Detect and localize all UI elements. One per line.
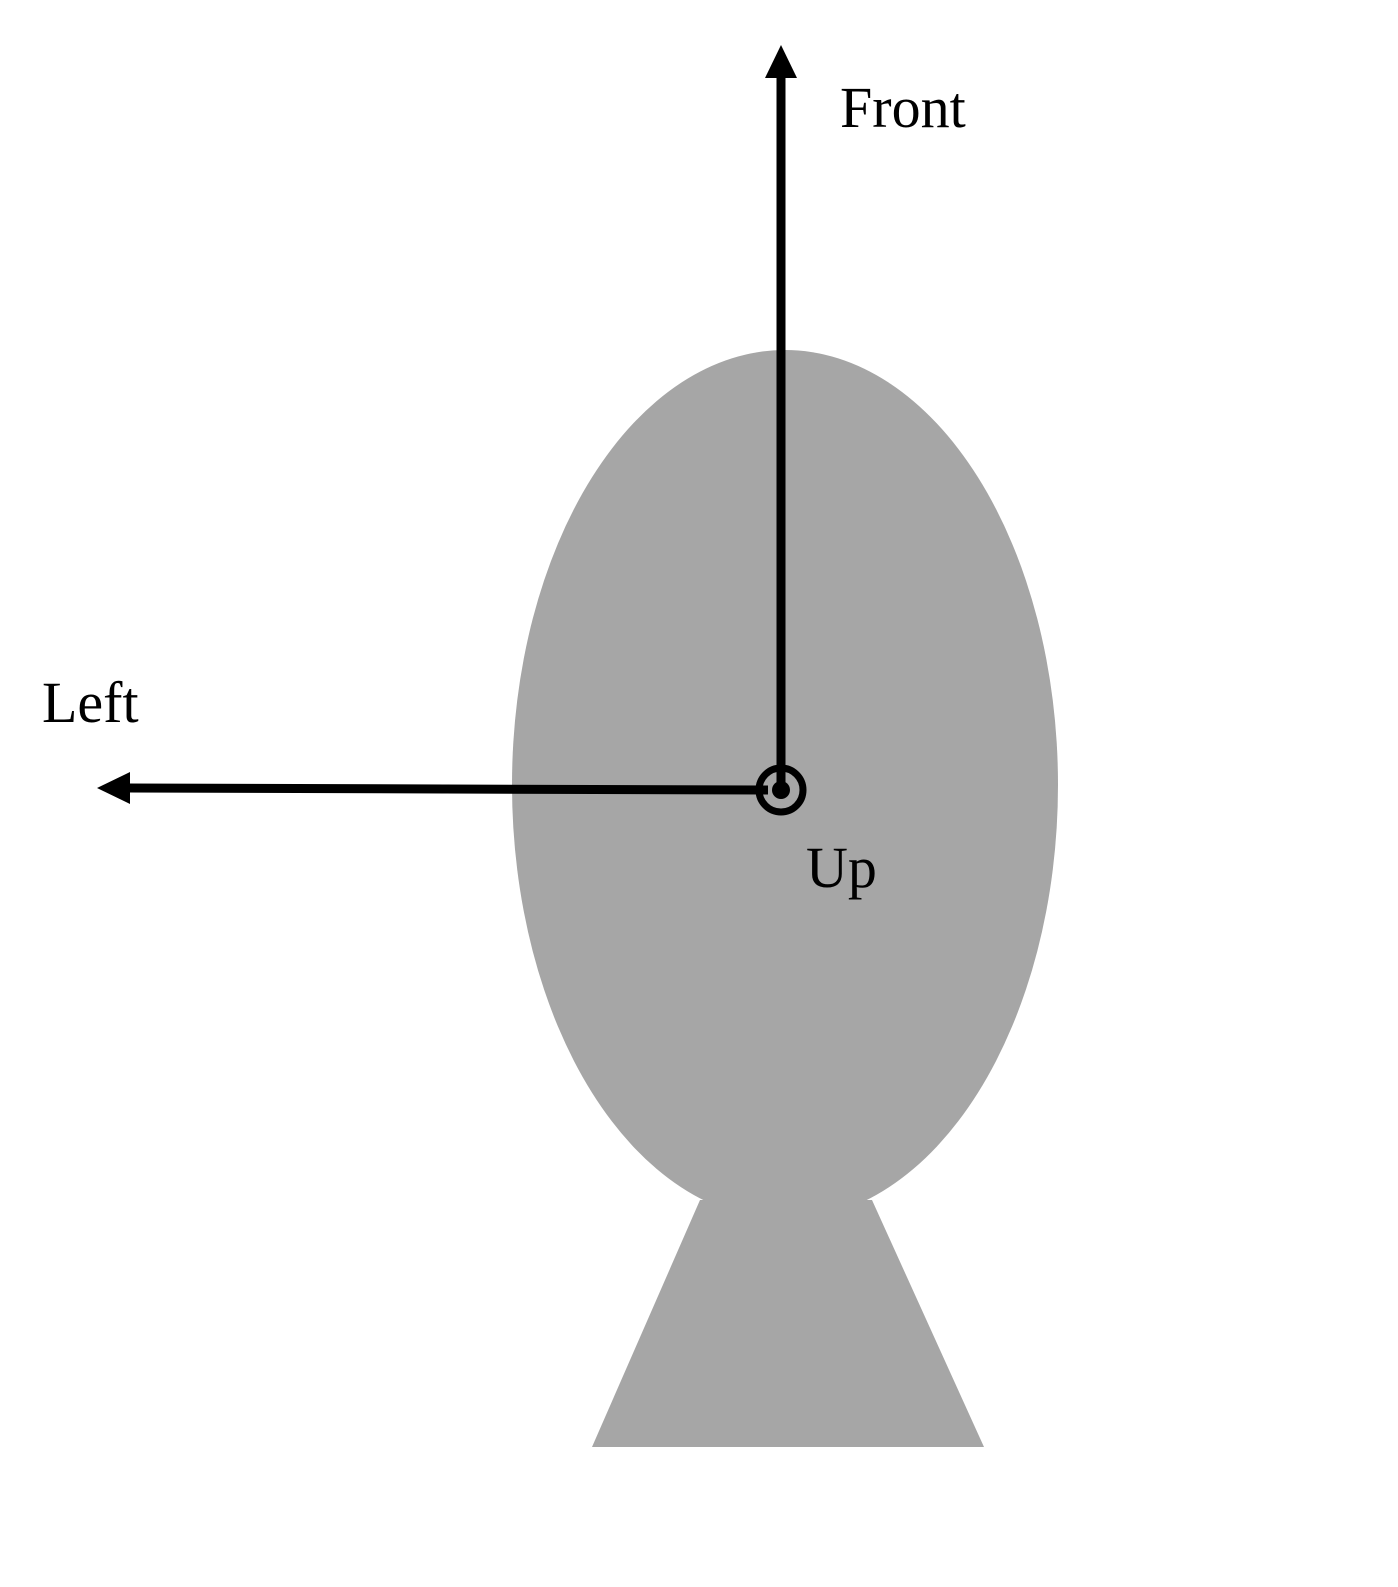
up-axis-label: Up <box>806 835 877 900</box>
arrow-up-icon <box>765 45 797 78</box>
left-axis-line <box>123 783 769 795</box>
up-axis-dot <box>772 781 790 799</box>
neck-trapezoid <box>592 1200 984 1447</box>
left-axis-label: Left <box>42 670 139 735</box>
left-axis <box>97 772 769 804</box>
front-axis <box>765 45 797 790</box>
arrow-left-icon <box>97 772 130 804</box>
circled-dot-out-of-page-icon <box>755 764 807 816</box>
front-axis-label: Front <box>840 75 966 140</box>
up-axis-ring <box>755 764 807 816</box>
